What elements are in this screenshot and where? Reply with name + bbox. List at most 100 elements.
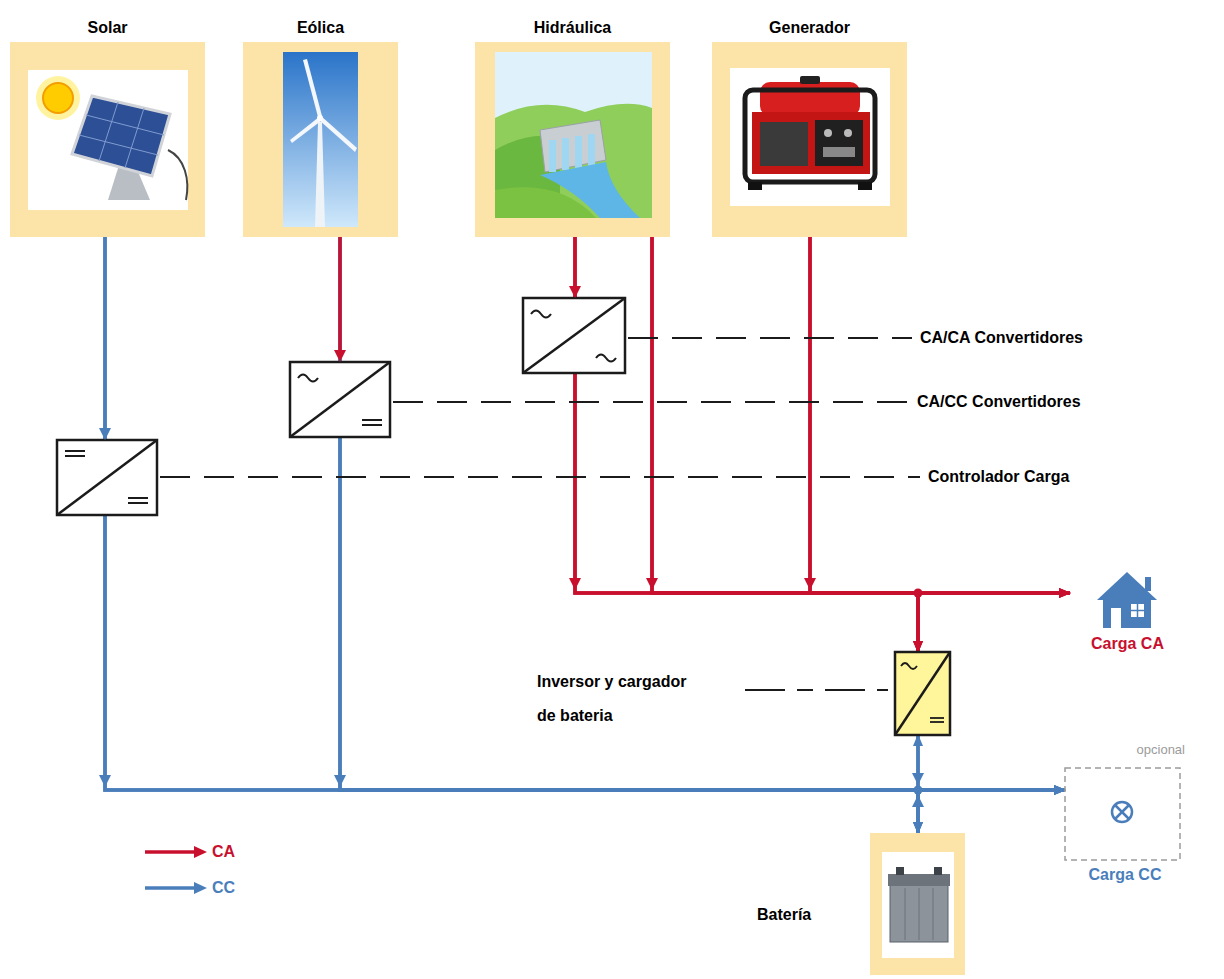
- dc-load-symbol: [1115, 805, 1129, 819]
- legend-entry: CC: [212, 878, 235, 898]
- wind-turbine-picture: [283, 52, 358, 227]
- battery-picture: [882, 852, 954, 958]
- house-icon: [1111, 608, 1121, 628]
- inverter-label: Inversor y cargador de bateria: [537, 665, 697, 733]
- generator-picture: [752, 112, 870, 174]
- source-title: Hidráulica: [534, 18, 611, 38]
- callout-anchor: CA/CC Convertidores: [917, 392, 1081, 412]
- generator-picture: [858, 182, 872, 190]
- generator-picture: [844, 129, 852, 137]
- battery-box: Batería: [757, 833, 965, 975]
- source-frame: [870, 833, 965, 975]
- leader-line: [393, 401, 909, 403]
- battery-picture: [934, 867, 942, 875]
- house-icon: [1131, 604, 1144, 617]
- converter-symbol: [596, 355, 616, 362]
- converter-symbol: [895, 652, 950, 735]
- battery-picture: [896, 867, 904, 875]
- ac-connector: [810, 237, 918, 652]
- converter-symbol: [930, 717, 944, 719]
- generator-picture: [800, 76, 820, 84]
- converter-symbol: [57, 298, 950, 735]
- connector-group: [105, 237, 1070, 833]
- generator-picture: [760, 122, 808, 166]
- converter-symbol: [362, 424, 382, 426]
- bus-arrowhead: [912, 773, 924, 785]
- legend-line-sample: [145, 886, 196, 890]
- battery-picture: [890, 884, 948, 942]
- generator-picture: [824, 129, 832, 137]
- dc-load-symbol: [1065, 768, 1180, 860]
- source-frame: [10, 42, 965, 975]
- load-label: Carga CA: [1091, 634, 1164, 654]
- ac-connector: [575, 237, 1070, 593]
- load-label: Carga CC: [1089, 865, 1162, 885]
- hydro-dam-picture: [562, 138, 569, 170]
- wind-turbine-picture: [315, 122, 325, 227]
- leader-line: [745, 689, 888, 691]
- converter-symbol: [531, 311, 551, 318]
- source-title: Generador: [769, 18, 850, 38]
- converter-symbol: [128, 497, 148, 499]
- wind-turbine-picture: [317, 115, 323, 121]
- battery-label: Batería: [757, 905, 811, 925]
- house-icon: [1131, 610, 1144, 612]
- legend-label: CA: [212, 842, 235, 862]
- ac-wire-overlay: [340, 237, 341, 352]
- battery-picture: [919, 888, 920, 940]
- bus-arrowhead: [334, 350, 346, 362]
- converter-symbol: [128, 502, 148, 504]
- legend-line-sample: [194, 882, 207, 894]
- hydro-dam-picture: [495, 104, 652, 218]
- converter-symbol: [523, 298, 625, 373]
- leader-line: [628, 337, 912, 339]
- callout-anchor: CA/CA Convertidores: [920, 328, 1083, 348]
- dc-connector: [340, 237, 1065, 790]
- generator-picture: [823, 147, 855, 157]
- source-box: Generador: [712, 18, 907, 237]
- converter-symbol: [57, 440, 157, 515]
- hydro-dam-picture: [575, 136, 582, 168]
- bus-arrowhead: [99, 286, 924, 807]
- bus-arrowhead: [646, 578, 658, 590]
- battery-picture: [882, 852, 954, 958]
- callout-label: CA/CA Convertidores: [920, 328, 1083, 348]
- source-box: Eólica: [243, 18, 398, 237]
- bus-arrowhead: [914, 589, 923, 598]
- dc-connector: [340, 237, 918, 833]
- legend-entry: CA: [212, 842, 235, 862]
- generator-picture: [815, 120, 863, 166]
- ac-load-box: Carga CA: [1070, 562, 1185, 656]
- converter-symbol: [65, 455, 85, 457]
- source-box: Hidráulica: [475, 18, 670, 237]
- solar-panel-picture: [79, 102, 164, 168]
- house-icon: [1097, 572, 1157, 628]
- leader-line: [160, 338, 920, 690]
- house-icon: [1145, 577, 1151, 591]
- bus-arrowhead: [914, 786, 923, 795]
- solar-panel-picture: [125, 108, 144, 168]
- hydro-dam-picture: [495, 52, 652, 218]
- solar-panel-picture: [43, 83, 73, 113]
- generator-picture: [745, 90, 875, 182]
- solar-panel-picture: [28, 70, 188, 210]
- callout-label: CA/CC Convertidores: [917, 392, 1081, 412]
- source-frame: [475, 42, 670, 237]
- converter-symbol: [362, 419, 382, 421]
- battery-picture: [905, 888, 906, 940]
- callout-anchor: Controlador Carga: [928, 467, 1069, 487]
- solar-panel-picture: [86, 115, 164, 135]
- leader-line: [160, 476, 920, 478]
- generator-picture: [748, 182, 762, 190]
- dc-connector: [105, 237, 1065, 790]
- house-icon: [1103, 598, 1151, 628]
- solar-panel-picture: [28, 70, 188, 210]
- ac-wire-overlay: [338, 237, 342, 352]
- legend-line-sample: [145, 850, 196, 854]
- wind-turbine-picture: [319, 116, 357, 152]
- converter-symbol: [290, 362, 390, 437]
- wind-turbine-picture: [303, 59, 322, 117]
- dc-connector: [918, 735, 1065, 790]
- solar-panel-picture: [72, 96, 170, 176]
- callout-label: Controlador Carga: [928, 467, 1069, 487]
